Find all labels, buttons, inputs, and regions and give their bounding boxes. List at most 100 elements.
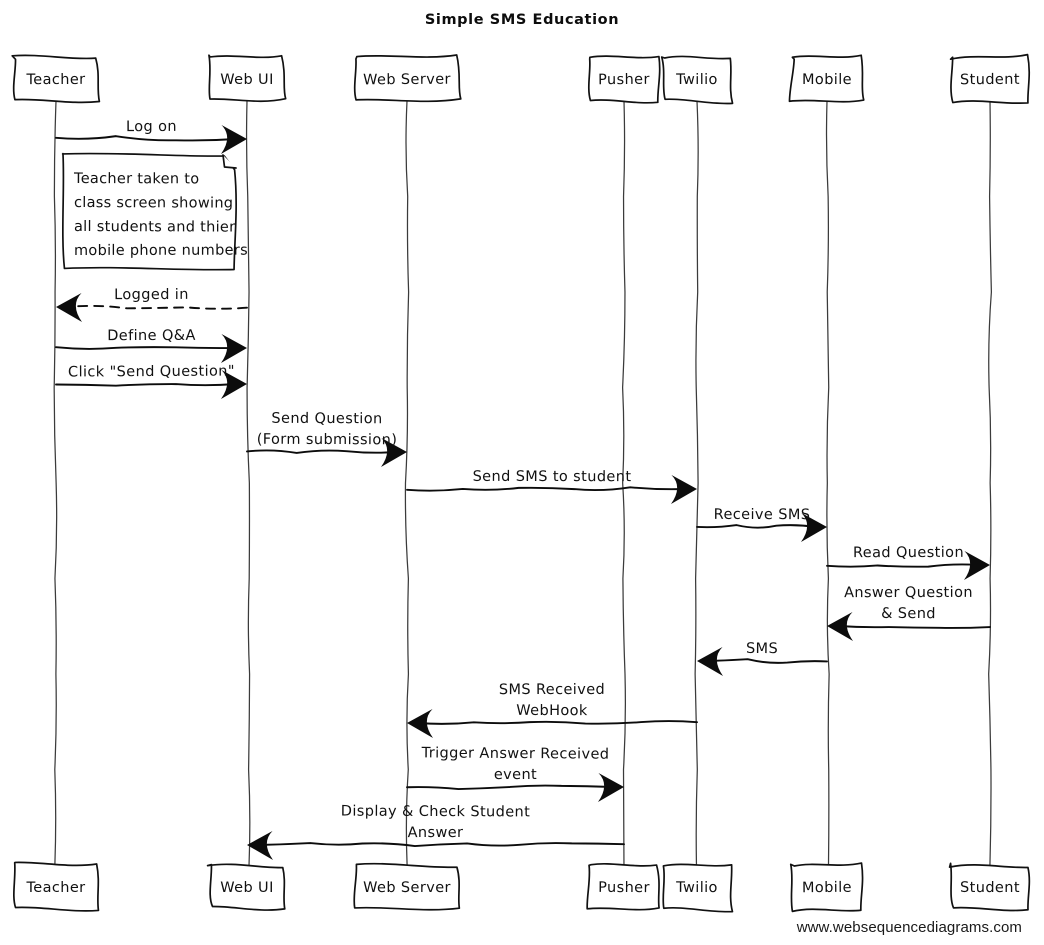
lifeline-teacher — [53, 100, 58, 866]
msg-send-question: Send Question(Form submission) — [246, 411, 407, 467]
arrow-head-icon — [801, 513, 827, 542]
message-label: SMS Received — [499, 682, 605, 698]
message-label: Click "Send Question" — [68, 364, 235, 381]
messages-layer: Log on Logged in Define Q&A Click "Send Que… — [55, 119, 991, 860]
message-line — [406, 784, 614, 790]
participant-box[interactable] — [789, 862, 864, 913]
message-label: Answer — [408, 825, 464, 841]
msg-receive-sms: Receive SMS — [696, 507, 827, 542]
participant-teacher-bottom[interactable]: Teacher — [13, 861, 100, 912]
participant-box[interactable] — [587, 55, 661, 104]
participant-label: Twilio — [675, 72, 718, 88]
message-line — [837, 625, 991, 629]
participant-label: Teacher — [25, 880, 85, 896]
participant-twilio-bottom[interactable]: Twilio — [662, 863, 734, 913]
participant-box[interactable] — [353, 54, 462, 103]
msg-logged-in: Logged in — [56, 287, 248, 322]
note-text-line: mobile phone numbers — [74, 243, 248, 259]
participant-webui-bottom[interactable]: Web UI — [206, 863, 286, 911]
note-text-line: class screen showing — [74, 195, 233, 212]
message-label: Read Question — [853, 545, 964, 561]
participant-label: Web UI — [220, 880, 274, 896]
participant-label: Mobile — [802, 72, 852, 88]
participant-pusher-top[interactable]: Pusher — [587, 55, 661, 104]
arrow-head-icon — [598, 773, 624, 802]
participant-box[interactable] — [662, 863, 734, 913]
participant-webserver-bottom[interactable]: Web Server — [353, 862, 461, 911]
participant-box[interactable] — [586, 862, 660, 911]
message-label: (Form submission) — [257, 432, 398, 449]
footer-watermark: www.websequencediagrams.com — [796, 919, 1022, 936]
participant-box[interactable] — [353, 862, 461, 911]
lifeline-twilio — [694, 100, 699, 866]
message-label: & Send — [881, 606, 936, 622]
participant-label: Pusher — [598, 880, 650, 896]
notes-layer: Teacher taken to class screen showing all … — [61, 152, 248, 271]
arrow-head-icon — [221, 125, 247, 154]
arrow-head-icon — [697, 647, 723, 676]
msg-click-send-question: Click "Send Question" — [55, 364, 247, 399]
participant-box[interactable] — [11, 54, 101, 104]
message-label: Answer Question — [844, 585, 973, 601]
participant-label: Student — [960, 880, 1020, 896]
participant-label: Pusher — [598, 72, 650, 88]
note-text-line: Teacher taken to — [73, 171, 199, 187]
lifeline-pusher — [621, 100, 627, 866]
participant-teacher-top[interactable]: Teacher — [11, 54, 101, 104]
message-label: Log on — [126, 119, 177, 135]
participant-student-top[interactable]: Student — [949, 53, 1031, 105]
message-line — [55, 383, 237, 387]
note-text-line: all students and thier — [74, 219, 235, 236]
message-line — [696, 524, 817, 529]
participant-twilio-top[interactable]: Twilio — [660, 55, 734, 105]
participant-webui-top[interactable]: Web UI — [208, 54, 287, 103]
lifeline-mobile — [825, 100, 830, 866]
arrow-head-icon — [407, 709, 433, 738]
lifeline-webserver — [404, 100, 410, 866]
participant-label: Mobile — [802, 880, 852, 896]
message-line — [417, 720, 698, 725]
message-label: Send SMS to student — [473, 469, 632, 485]
message-line — [55, 346, 237, 350]
message-line — [826, 563, 980, 568]
participant-webserver-top[interactable]: Web Server — [353, 54, 462, 103]
diagram-title: Simple SMS Education — [425, 12, 619, 28]
lifeline-line — [988, 100, 993, 866]
participant-mobile-bottom[interactable]: Mobile — [789, 862, 864, 913]
message-label: Define Q&A — [107, 328, 196, 344]
participant-box[interactable] — [949, 53, 1031, 105]
participant-box[interactable] — [948, 862, 1031, 912]
note-fold-corner-icon — [222, 154, 237, 169]
message-label: Display & Check Student — [341, 804, 531, 821]
participant-label: Web UI — [220, 72, 274, 88]
participant-box[interactable] — [13, 861, 100, 912]
participant-box[interactable] — [788, 54, 865, 103]
participant-box[interactable] — [208, 54, 287, 103]
arrow-head-icon — [56, 293, 82, 322]
message-label: event — [494, 767, 537, 783]
arrow-head-icon — [247, 831, 273, 860]
participant-student-bottom[interactable]: Student — [948, 862, 1031, 912]
note-shape — [61, 152, 237, 271]
participant-box[interactable] — [660, 55, 734, 105]
participant-pusher-bottom[interactable]: Pusher — [586, 862, 660, 911]
arrow-head-icon — [671, 475, 697, 504]
participant-label: Web Server — [363, 72, 451, 89]
msg-answer-question-send: Answer Question & Send — [827, 585, 991, 641]
message-line — [257, 842, 625, 848]
participant-mobile-top[interactable]: Mobile — [788, 54, 865, 103]
participant-label: Student — [960, 72, 1020, 88]
arrow-head-icon — [964, 551, 990, 580]
msg-define-qa: Define Q&A — [55, 328, 247, 363]
message-label: Receive SMS — [714, 507, 811, 523]
participant-box[interactable] — [206, 863, 286, 911]
message-label: SMS — [746, 641, 778, 657]
message-line — [406, 486, 687, 492]
participant-label: Teacher — [25, 72, 85, 88]
message-line — [55, 135, 237, 142]
lifeline-student — [988, 100, 993, 866]
message-line — [246, 449, 397, 454]
